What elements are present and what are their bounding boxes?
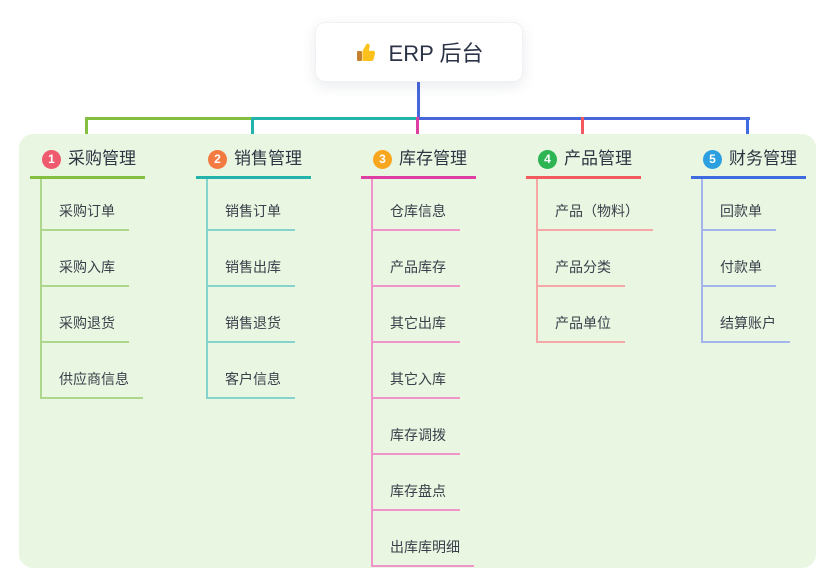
list-item[interactable]: 回款单 [703,201,776,231]
branch-number-badge: 4 [538,149,557,169]
branch-title: 销售管理 [234,149,302,168]
branches-panel [19,134,816,568]
connector-horizontal-teal [253,117,418,120]
list-item[interactable]: 付款单 [703,257,776,287]
thumbs-up-icon [355,40,379,64]
branch-product: 4 产品管理 产品（物料） 产品分类产品单位 [526,148,653,343]
list-item[interactable]: 销售订单 [208,201,295,231]
branch-purchase: 1 采购管理 采购订单采购入库采购退货供应商信息 [30,148,145,399]
branch-header-inventory[interactable]: 3 库存管理 [361,148,476,179]
list-item[interactable]: 产品库存 [373,257,460,287]
branch-number-badge: 2 [208,149,227,169]
list-item[interactable]: 仓库信息 [373,201,460,231]
list-item[interactable]: 销售出库 [208,257,295,287]
list-item[interactable]: 库存调拨 [373,425,460,455]
branch-title: 采购管理 [68,149,136,168]
branch-items: 仓库信息产品库存其它出库其它入库库存调拨库存盘点出库库明细 [371,179,476,567]
list-item[interactable]: 供应商信息 [42,369,143,399]
branch-inventory: 3 库存管理 仓库信息产品库存其它出库其它入库库存调拨库存盘点出库库明细 [361,148,476,567]
connector-drop-sales [251,117,254,143]
list-item[interactable]: 库存盘点 [373,481,460,511]
list-item[interactable]: 采购退货 [42,313,129,343]
list-item[interactable]: 产品单位 [538,313,625,343]
branch-items: 产品（物料） 产品分类产品单位 [536,179,653,343]
list-item[interactable]: 出库库明细 [373,537,474,567]
list-item[interactable]: 采购订单 [42,201,129,231]
list-item[interactable]: 结算账户 [703,313,790,343]
branch-number-badge: 3 [373,149,392,169]
connector-drop-product [581,117,584,143]
branch-items: 销售订单销售出库销售退货客户信息 [206,179,311,399]
connector-drop-inventory [416,117,419,143]
branch-header-finance[interactable]: 5 财务管理 [691,148,806,179]
branch-number-badge: 1 [42,149,61,169]
connector-horizontal-green [86,117,253,120]
connector-root-vertical [417,82,420,118]
list-item[interactable]: 其它出库 [373,313,460,343]
branch-title: 库存管理 [399,149,467,168]
branch-header-product[interactable]: 4 产品管理 [526,148,641,179]
connector-horizontal-blue [418,117,750,120]
branch-header-purchase[interactable]: 1 采购管理 [30,148,145,179]
root-node[interactable]: ERP 后台 [315,22,523,82]
branch-header-sales[interactable]: 2 销售管理 [196,148,311,179]
root-title: ERP 后台 [388,41,484,66]
branch-items: 回款单付款单结算账户 [701,179,806,343]
branch-items: 采购订单采购入库采购退货供应商信息 [40,179,145,399]
list-item[interactable]: 其它入库 [373,369,460,399]
list-item[interactable]: 产品（物料） [538,201,653,231]
branch-title: 财务管理 [729,149,797,168]
connector-drop-purchase [85,117,88,143]
list-item[interactable]: 销售退货 [208,313,295,343]
branch-finance: 5 财务管理 回款单付款单结算账户 [691,148,806,343]
branch-sales: 2 销售管理 销售订单销售出库销售退货客户信息 [196,148,311,399]
list-item[interactable]: 产品分类 [538,257,625,287]
connector-drop-finance [746,117,749,143]
branch-title: 产品管理 [564,149,632,168]
list-item[interactable]: 采购入库 [42,257,129,287]
branch-number-badge: 5 [703,149,722,169]
list-item[interactable]: 客户信息 [208,369,295,399]
